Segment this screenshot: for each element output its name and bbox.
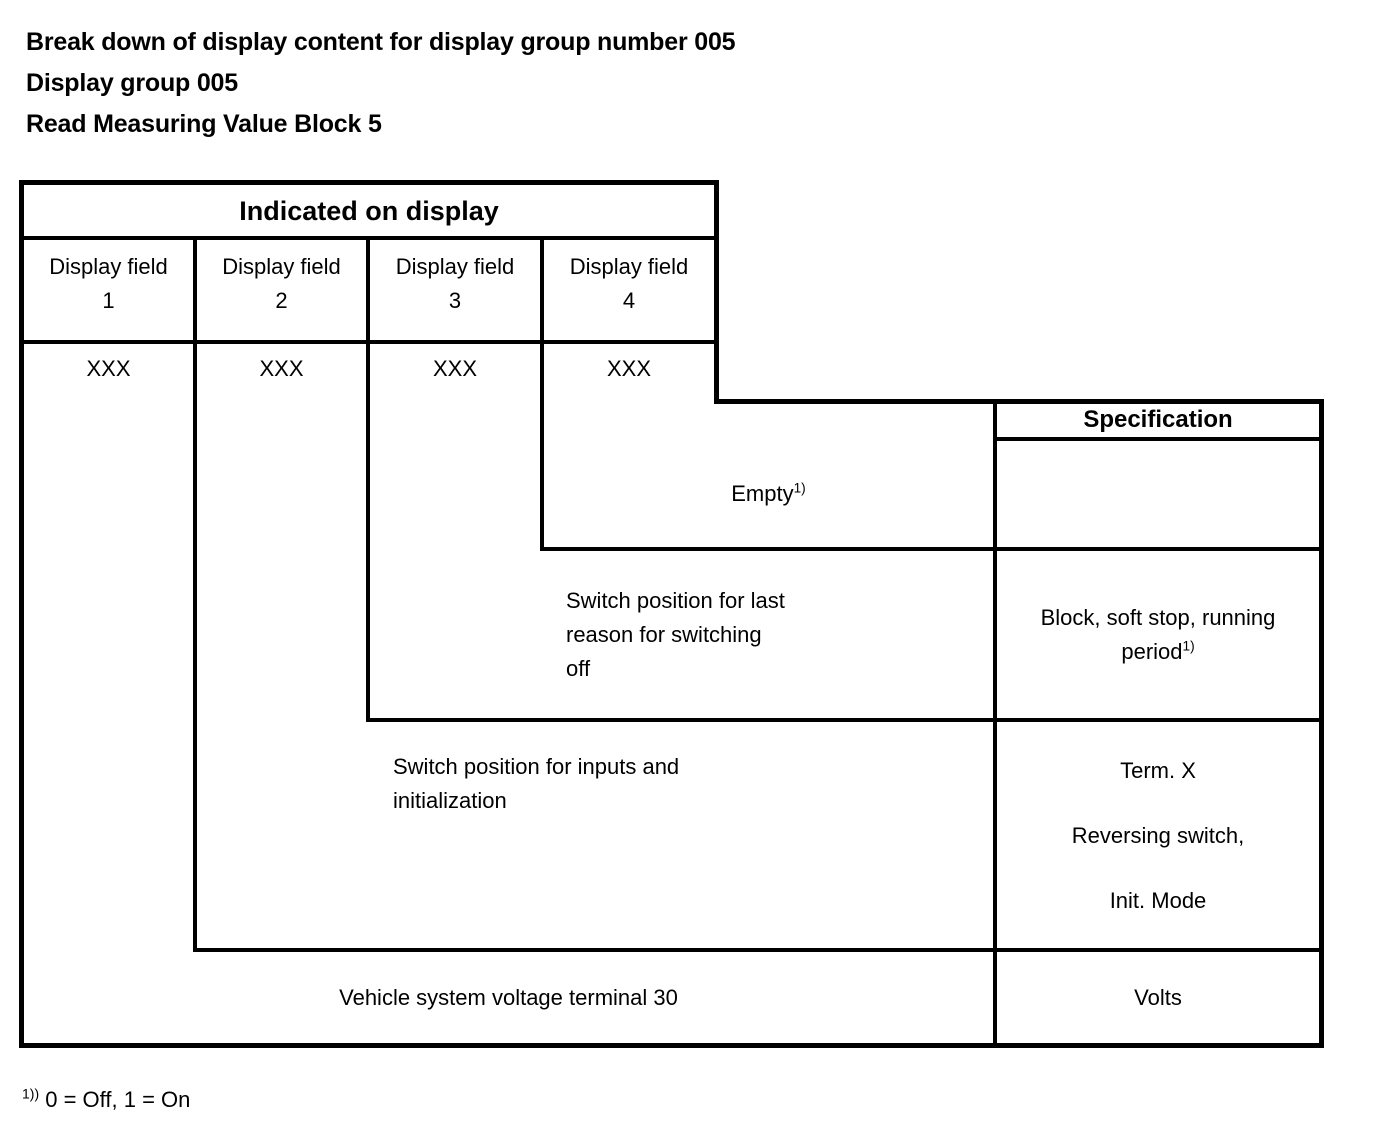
row-switch-off-line-1: Switch position for last	[566, 587, 785, 613]
row-inputs-init-spec-line-2: Reversing switch,	[1071, 822, 1245, 848]
step4-divider	[193, 948, 1324, 952]
display-field-2-header: Display field 2	[197, 244, 366, 340]
display-field-3-label: Display field	[395, 254, 515, 279]
row-switch-off-description: Switch position for last reason for swit…	[370, 551, 993, 718]
row-switch-off-line-3: off	[566, 655, 591, 681]
footnote-marker: 1))	[22, 1085, 40, 1102]
display-field-4-label: Display field	[569, 254, 689, 279]
row-switch-off-spec-line-1: Block, soft stop, running	[1040, 604, 1276, 630]
value-cell-field-2: XXX	[259, 356, 304, 381]
display-group-subtitle: Display group 005	[26, 69, 238, 97]
page-title: Break down of display content for displa…	[26, 28, 736, 56]
column4-right-border	[714, 180, 719, 404]
specification-header-label: Specification	[1083, 405, 1233, 433]
row-inputs-init-spec-line-1: Term. X	[1120, 757, 1196, 783]
display-field-4-number: 4	[622, 288, 636, 313]
specification-divider	[993, 399, 997, 1048]
row-inputs-init-line-2: initialization	[393, 788, 507, 813]
page-title-block: Break down of display content for displa…	[26, 22, 1326, 145]
row-switch-off-specification: Block, soft stop, running period1)	[997, 551, 1319, 718]
display-field-4-header: Display field 4	[544, 244, 714, 340]
step2-divider	[540, 547, 1324, 551]
row-empty-description: Empty1)	[544, 441, 993, 547]
row-inputs-init-specification: Term. X Reversing switch, Init. Mode	[997, 722, 1319, 948]
row-vehicle-voltage-text: Vehicle system voltage terminal 30	[339, 984, 678, 1010]
spec-header-divider	[993, 437, 1324, 441]
specification-header-cell: Specification	[997, 402, 1319, 437]
row-empty-description-text: Empty	[731, 481, 794, 506]
value-cell-field-1: XXX	[86, 356, 131, 381]
display-field-1-label: Display field	[49, 254, 168, 279]
footnote-text: 0 = Off, 1 = On	[45, 1087, 191, 1112]
value-cell-field-3: XXX	[432, 356, 478, 381]
display-field-3-header: Display field 3	[370, 244, 540, 340]
row-switch-off-spec-footnote-marker: 1)	[1182, 638, 1195, 654]
display-field-1-number: 1	[102, 288, 115, 313]
row-switch-off-line-2: reason for switching	[566, 621, 762, 647]
row-empty-footnote-marker: 1)	[793, 480, 806, 496]
row-inputs-init-spec-line-3: Init. Mode	[1109, 887, 1207, 913]
table-top-border	[19, 180, 718, 185]
step1-divider	[716, 399, 1324, 404]
row-switch-off-spec-line-2: period	[1121, 638, 1183, 664]
group-header-label: Indicated on display	[239, 195, 499, 226]
column3-divider	[540, 240, 544, 551]
table-left-border	[19, 180, 24, 1048]
table-bottom-border	[19, 1043, 1324, 1048]
display-field-2-label: Display field	[222, 254, 341, 279]
column1-divider	[193, 240, 197, 952]
measuring-value-block-subtitle: Read Measuring Value Block 5	[26, 110, 382, 138]
group-header-divider	[19, 236, 718, 240]
column2-divider	[366, 240, 370, 722]
table-right-border	[1319, 399, 1324, 1048]
display-field-3-number: 3	[448, 288, 462, 313]
display-field-2-number: 2	[275, 288, 288, 313]
step3-divider	[366, 718, 1324, 722]
row-empty-specification	[997, 441, 1319, 547]
display-field-1-header: Display field 1	[24, 244, 193, 340]
row-vehicle-voltage-spec-text: Volts	[1134, 984, 1182, 1010]
row-vehicle-voltage-specification: Volts	[997, 952, 1319, 1043]
row-inputs-init-description: Switch position for inputs and initializ…	[197, 722, 993, 948]
footnote: 1)) 0 = Off, 1 = On	[22, 1086, 190, 1114]
group-header-cell: Indicated on display	[24, 185, 714, 236]
value-cell-field-4: XXX	[606, 356, 652, 381]
row-vehicle-voltage-description: Vehicle system voltage terminal 30	[24, 952, 993, 1043]
row-inputs-init-line-1: Switch position for inputs and	[393, 754, 680, 779]
